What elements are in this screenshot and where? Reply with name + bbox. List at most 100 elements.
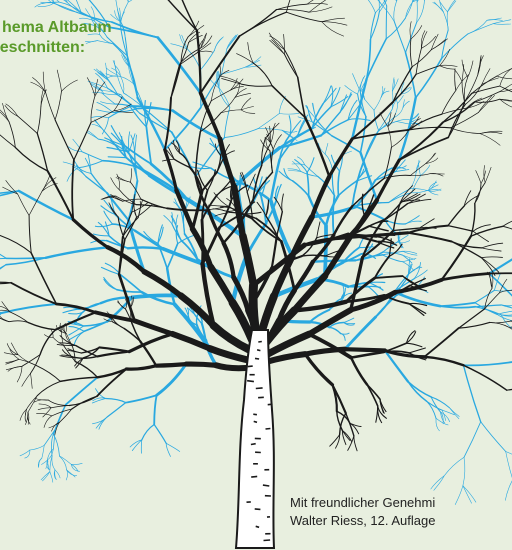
credit-line-2: Walter Riess, 12. Auflage [290,512,435,530]
kept-twig [480,132,502,133]
cut-branch [449,408,459,417]
kept-twig [450,128,480,134]
cut-branch [142,425,154,440]
cut-branch [166,443,180,451]
kept-twig [17,366,22,382]
kept-twig [202,220,203,264]
kept-twig [305,354,332,385]
kept-twig [490,322,511,328]
bark-mark [258,342,262,343]
cut-branch [124,0,129,2]
cut-branch [344,318,354,322]
cut-branch [463,457,465,485]
cut-branch [379,109,393,130]
kept-twig [503,218,512,227]
cut-branch [55,405,65,429]
kept-twig [305,117,329,176]
kept-twig [6,359,19,364]
cut-branch [361,153,377,201]
cut-branch [464,422,481,458]
kept-twig [18,194,29,215]
kept-twig [196,132,201,177]
cut-branch [135,135,137,153]
cut-branch [395,170,408,172]
kept-twig [57,70,61,91]
cut-branch [392,0,397,1]
kept-twig [272,235,277,268]
cut-branch [365,99,374,110]
bark-mark [248,366,253,367]
cut-branch [93,234,109,236]
cut-branch [378,121,397,131]
cut-branch [96,69,107,78]
cut-branch [261,197,266,224]
kept-twig [18,116,37,133]
kept-twig [330,435,340,446]
cut-branch [48,449,54,460]
cut-branch [361,117,366,153]
kept-twig [408,233,452,242]
kept-branch [201,93,221,139]
cut-branch [164,215,172,224]
cut-branch [321,112,340,135]
kept-twig [167,0,198,31]
kept-twig [215,212,231,216]
cut-branch [489,237,512,274]
kept-twig [62,80,78,91]
cut-branch [107,403,125,417]
kept-twig [254,63,273,86]
kept-twig [27,396,38,410]
kept-twig [242,84,272,86]
kept-twig [448,206,464,226]
kept-twig [53,337,63,345]
kept-branch [424,357,463,366]
kept-branch [186,364,216,365]
kept-twig [28,396,37,413]
cut-branch [183,212,184,234]
cut-branch [279,113,299,114]
kept-twig [481,258,498,272]
kept-twig [380,113,388,127]
cut-branch [330,327,341,333]
cut-branch [321,120,348,135]
bark-mark [266,429,271,430]
credit-note: Mit freundlicher Genehmi Walter Riess, 1… [290,494,435,530]
kept-twig [351,352,384,358]
cut-branch [418,163,420,176]
kept-twig [0,128,15,147]
cut-branch [414,270,427,279]
kept-branch [135,321,173,334]
bark-mark [247,381,254,382]
cut-branch [25,450,30,458]
kept-twig [465,75,478,102]
kept-twig [497,67,512,77]
kept-twig [241,107,254,110]
kept-twig [38,408,51,410]
kept-twig [325,256,340,257]
bark-mark [251,444,256,445]
kept-twig [197,31,201,93]
cut-branch [86,177,107,193]
bark-mark [264,540,271,541]
cut-branch [88,131,98,139]
kept-twig [51,406,69,408]
kept-twig [230,87,243,91]
kept-twig [416,66,440,75]
cut-branch [406,216,420,224]
kept-twig [137,205,152,217]
kept-twig [241,110,255,114]
kept-twig [140,341,156,365]
cut-branch [434,476,444,491]
kept-twig [276,4,307,9]
kept-twig [476,171,481,184]
cut-branch [0,247,6,258]
cut-branch [402,255,415,260]
cut-branch [417,0,425,22]
kept-twig [97,352,129,357]
cut-branch [222,67,246,74]
kept-twig [0,234,31,253]
kept-branch [329,139,352,177]
cut-branch [146,127,151,164]
cut-branch [371,13,376,40]
cut-branch [0,265,6,281]
